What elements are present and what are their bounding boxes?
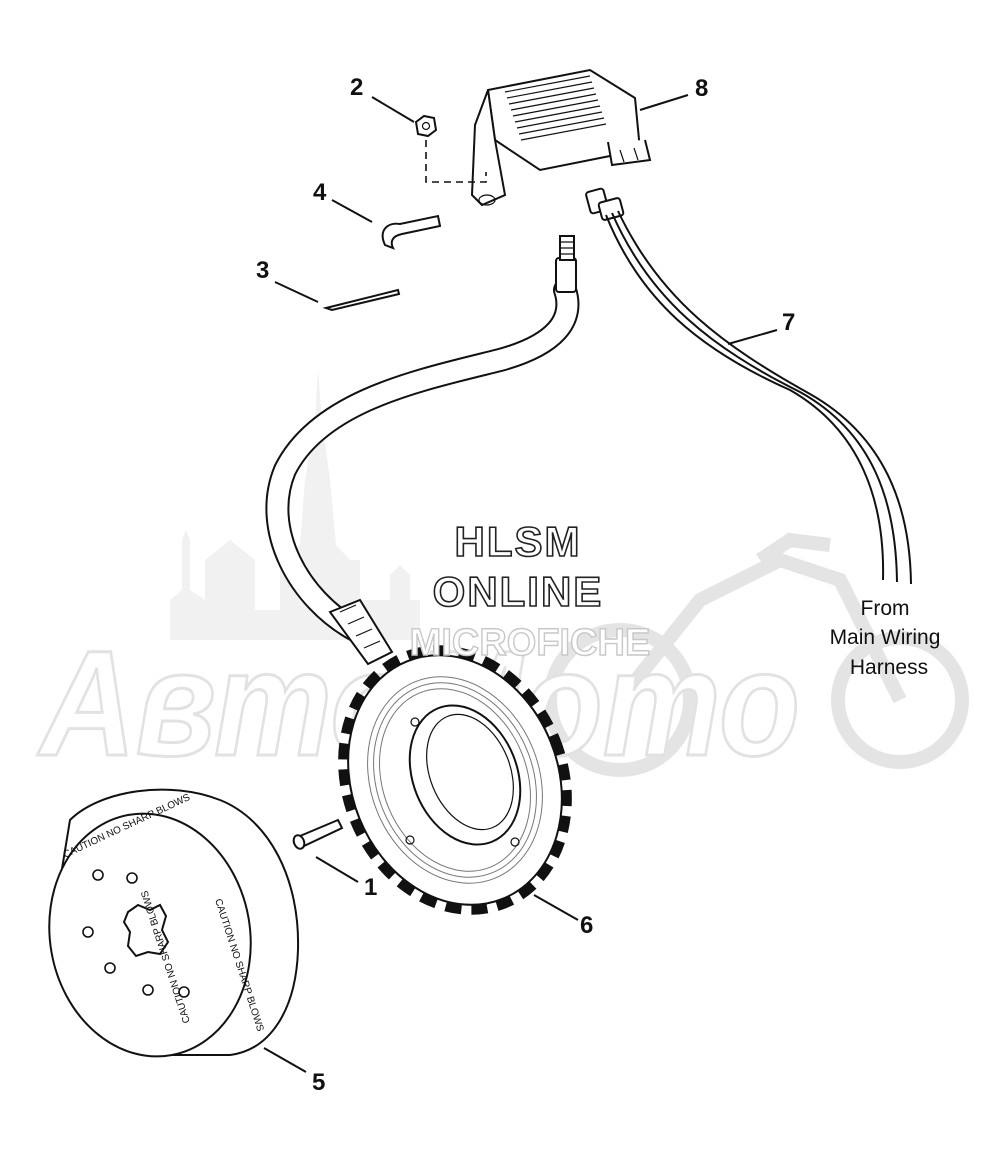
stator-cable xyxy=(265,235,580,666)
watermark-motorbike xyxy=(543,532,969,777)
watermark-skyline xyxy=(170,370,420,640)
leader-2 xyxy=(371,96,415,123)
callout-6: 6 xyxy=(580,912,593,939)
part-8-regulator xyxy=(470,68,652,207)
leader-6 xyxy=(533,894,579,921)
callout-5: 5 xyxy=(312,1069,325,1096)
leader-8 xyxy=(639,94,689,111)
part-1-screw xyxy=(292,818,344,850)
callout-4: 4 xyxy=(313,179,327,206)
harness-note-line-1: From xyxy=(861,597,910,620)
callout-8: 8 xyxy=(695,75,708,102)
part-4-clip xyxy=(381,214,442,250)
leader-7 xyxy=(727,329,778,345)
part-2-nut xyxy=(414,114,487,183)
part-3-strap xyxy=(322,288,401,312)
callouts: 2 8 4 3 7 1 6 5 xyxy=(256,74,795,1096)
harness-note: From Main Wiring Harness xyxy=(830,597,941,679)
hlsm-line-1: HLSM xyxy=(455,518,582,565)
part-6-stator xyxy=(338,645,572,915)
callout-3: 3 xyxy=(256,257,269,284)
part-7-harness-wires xyxy=(585,187,912,585)
rotor-holes xyxy=(82,869,190,998)
hlsm-watermark: HLSM ONLINE MICROFICHE xyxy=(409,517,651,665)
leader-lines xyxy=(263,94,778,1073)
hlsm-line-3: MICROFICHE xyxy=(410,622,651,664)
callout-7: 7 xyxy=(782,309,795,336)
callout-2: 2 xyxy=(350,74,363,101)
harness-note-line-2: Main Wiring xyxy=(830,626,941,649)
part-5-rotor: CAUTION NO SHARP BLOWS CAUTION NO SHARP … xyxy=(48,788,300,1058)
leader-1 xyxy=(315,856,359,883)
leader-4 xyxy=(331,199,373,223)
callout-1: 1 xyxy=(364,874,377,901)
harness-note-line-3: Harness xyxy=(850,656,928,679)
leader-3 xyxy=(274,281,319,303)
leader-5 xyxy=(263,1047,307,1073)
hlsm-line-2: ONLINE xyxy=(433,568,604,615)
